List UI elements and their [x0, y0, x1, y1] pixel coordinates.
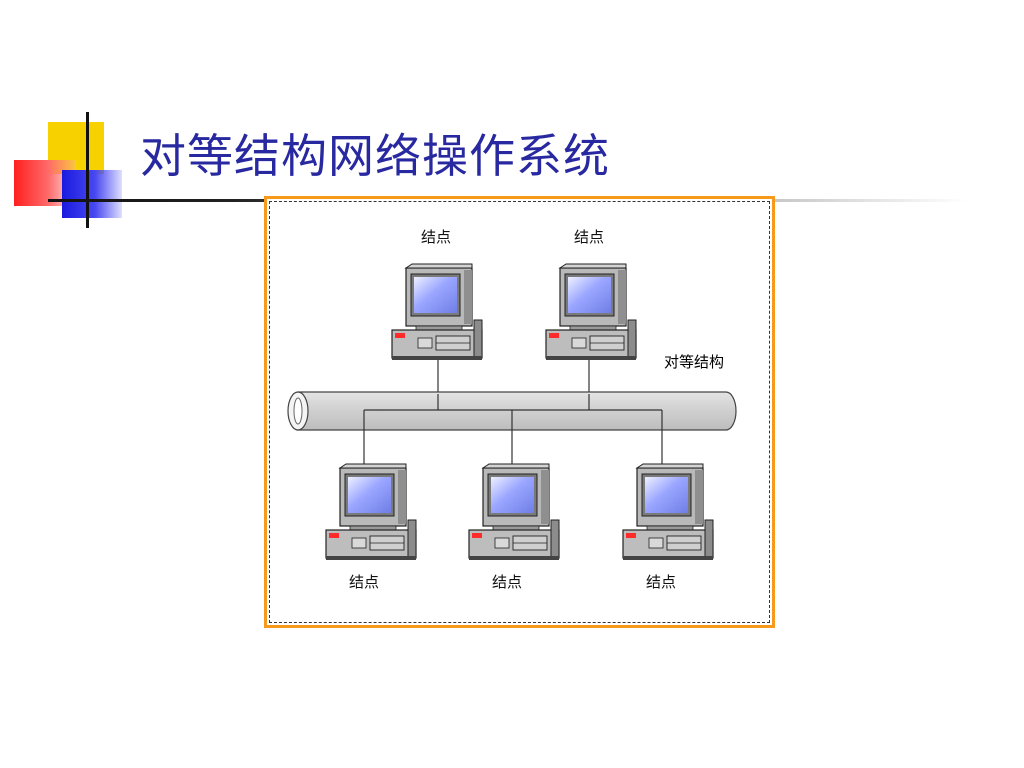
node-label-top-1: 结点: [421, 228, 451, 246]
logo-vertical-line: [86, 112, 89, 228]
diagram-dashed-border: [269, 201, 770, 623]
computer-icon: [391, 263, 483, 361]
computer-icon: [622, 463, 714, 561]
node-label-bottom-1: 结点: [349, 573, 379, 591]
structure-label: 对等结构: [664, 353, 724, 371]
logo-blue-square: [62, 170, 122, 218]
node-label-bottom-2: 结点: [492, 573, 522, 591]
peer-network-diagram: 结点 结点 对等结构 结点 结点 结点: [287, 228, 737, 591]
page-title: 对等结构网络操作系统: [140, 129, 610, 183]
computer-icon: [325, 463, 417, 561]
computer-icon: [468, 463, 560, 561]
node-label-bottom-3: 结点: [646, 573, 676, 591]
node-label-top-2: 结点: [574, 228, 604, 246]
network-cable-icon: [287, 391, 737, 431]
computer-icon: [545, 263, 637, 361]
